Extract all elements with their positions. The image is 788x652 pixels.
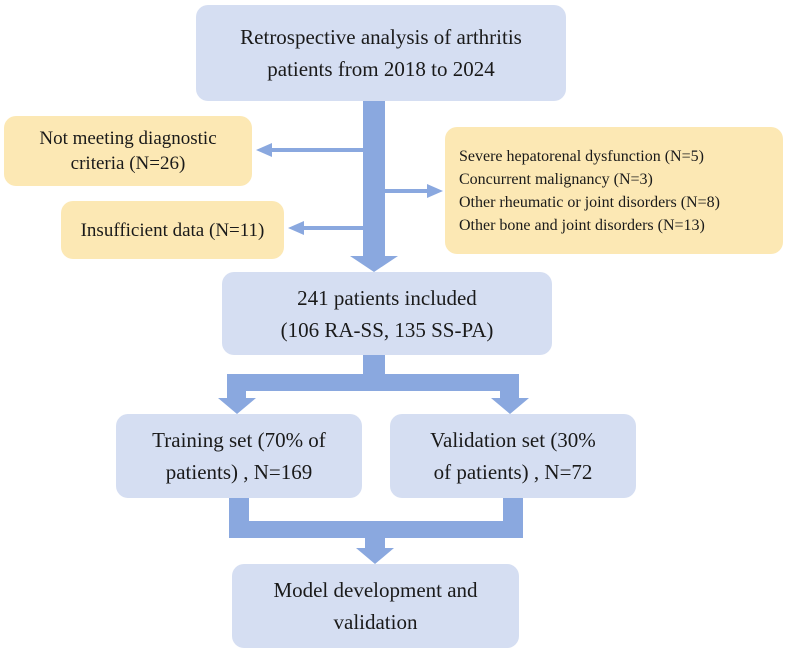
branch-right-arrowhead (427, 184, 443, 198)
split-bar (227, 374, 519, 391)
training-set-box: Training set (70% of patients) , N=169 (116, 414, 362, 498)
start-box: Retrospective analysis of arthritis pati… (196, 5, 566, 101)
included-line-2: (106 RA-SS, 135 SS-PA) (280, 317, 494, 342)
validation-line-1: Validation set (30% (430, 428, 596, 452)
start-line-2: patients from 2018 to 2024 (267, 57, 495, 81)
exclusion-diagnostic-box: Not meeting diagnostic criteria (N=26) (4, 116, 252, 186)
trunk-arrowhead (350, 256, 398, 272)
model-line-2: validation (333, 610, 418, 634)
exclusion-item-hepatorenal: Severe hepatorenal dysfunction (N=5) (459, 147, 704, 165)
branch-right (385, 189, 429, 193)
model-line-1: Model development and (273, 578, 478, 602)
branch-left-lower (302, 226, 363, 230)
merge-right-rise (503, 497, 523, 527)
exclusion-item-rheumatic: Other rheumatic or joint disorders (N=8) (459, 193, 720, 211)
exclusion-item-bone-joint: Other bone and joint disorders (N=13) (459, 216, 705, 234)
branch-left-upper-arrowhead (256, 143, 272, 157)
split-stem (363, 354, 385, 375)
exclusion-item-malignancy: Concurrent malignancy (N=3) (459, 170, 653, 188)
exclusion-list-box: Severe hepatorenal dysfunction (N=5) Con… (445, 127, 783, 254)
split-right-drop (500, 389, 519, 399)
branch-left-lower-arrowhead (288, 221, 304, 235)
training-line-1: Training set (70% of (152, 428, 326, 452)
exclusion-diagnostic-line-1: Not meeting diagnostic (39, 128, 217, 149)
included-box: 241 patients included (106 RA-SS, 135 SS… (222, 272, 552, 355)
training-line-2: patients) , N=169 (165, 460, 313, 484)
start-line-1: Retrospective analysis of arthritis (240, 25, 522, 49)
merge-stem (365, 536, 385, 550)
merge-left-rise (229, 497, 249, 527)
main-trunk (363, 100, 385, 258)
split-right-arrowhead (491, 398, 529, 414)
validation-line-2: of patients) , N=72 (433, 460, 593, 484)
split-left-drop (227, 389, 246, 399)
branch-left-upper (270, 148, 363, 152)
merge-bar (229, 521, 523, 538)
model-development-box: Model development and validation (232, 564, 519, 648)
validation-set-box: Validation set (30% of patients) , N=72 (390, 414, 636, 498)
exclusion-insufficient-box: Insufficient data (N=11) (61, 201, 284, 259)
exclusion-diagnostic-line-2: criteria (N=26) (70, 153, 186, 174)
merge-arrowhead (356, 548, 394, 564)
included-line-1: 241 patients included (297, 285, 477, 310)
exclusion-insufficient-line: Insufficient data (N=11) (80, 219, 265, 241)
split-left-arrowhead (218, 398, 256, 414)
